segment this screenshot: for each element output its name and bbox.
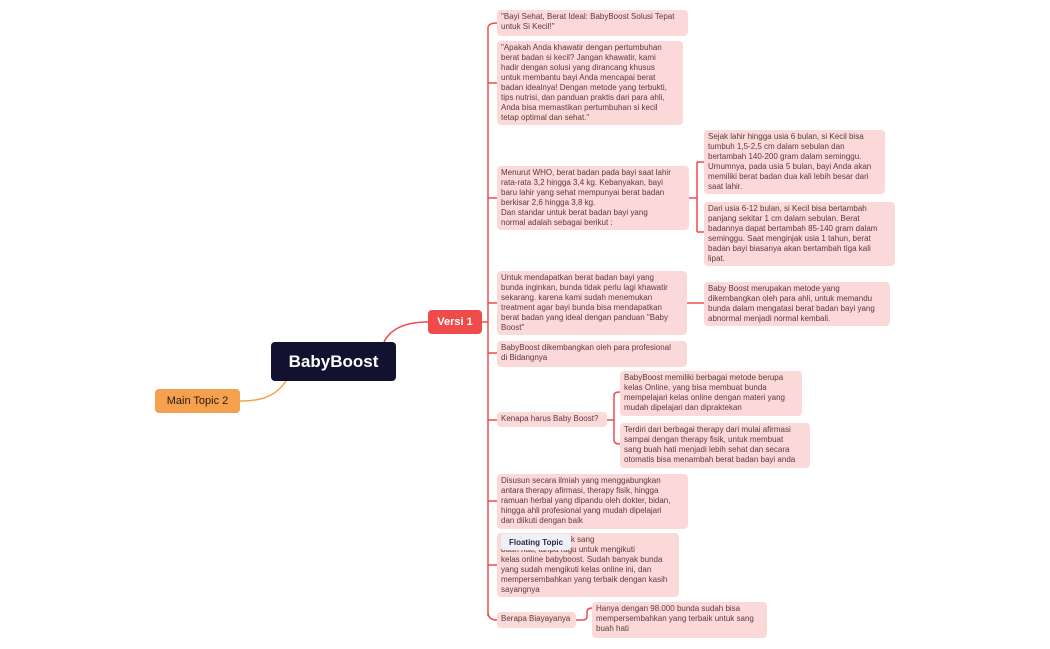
subtopic-why-babyboost[interactable]: Kenapa harus Baby Boost? xyxy=(497,412,607,427)
subtopic-get-ideal-weight[interactable]: Untuk mendapatkan berat badan bayi yang … xyxy=(497,271,687,335)
floating-topic[interactable]: Floating Topic xyxy=(501,534,571,550)
subtopic-developed-by-professionals[interactable]: BabyBoost dikembangkan oleh para profesi… xyxy=(497,341,687,367)
subtopic-online-classes[interactable]: BabyBoost memiliki berbagai metode berup… xyxy=(620,371,802,416)
subtopic-price-question[interactable]: Berapa Biayayanya xyxy=(497,612,576,628)
subtopic-0-6-months[interactable]: Sejak lahir hingga usia 6 bulan, si Keci… xyxy=(704,130,885,194)
main-topic-2[interactable]: Main Topic 2 xyxy=(155,389,240,413)
subtopic-method-by-experts[interactable]: Baby Boost merupakan metode yang dikemba… xyxy=(704,282,890,326)
subtopic-6-12-months[interactable]: Dari usia 6-12 bulan, si Kecil bisa bert… xyxy=(704,202,895,266)
central-topic[interactable]: BabyBoost xyxy=(271,342,396,381)
subtopic-therapy-types[interactable]: Terdiri dari berbagai therapy dari mulai… xyxy=(620,423,810,468)
subtopic-tagline[interactable]: "Bayi Sehat, Berat Ideal: BabyBoost Solu… xyxy=(497,10,688,36)
topic-versi-1[interactable]: Versi 1 xyxy=(428,310,482,334)
subtopic-price-answer[interactable]: Hanya dengan 98.000 bunda sudah bisa mem… xyxy=(592,602,767,638)
subtopic-who-standard[interactable]: Menurut WHO, berat badan pada bayi saat … xyxy=(497,166,689,230)
subtopic-intro-question[interactable]: "Apakah Anda khawatir dengan pertumbuhan… xyxy=(497,41,683,125)
subtopic-scientific-method[interactable]: Disusun secara ilmiah yang menggabungkan… xyxy=(497,474,688,529)
